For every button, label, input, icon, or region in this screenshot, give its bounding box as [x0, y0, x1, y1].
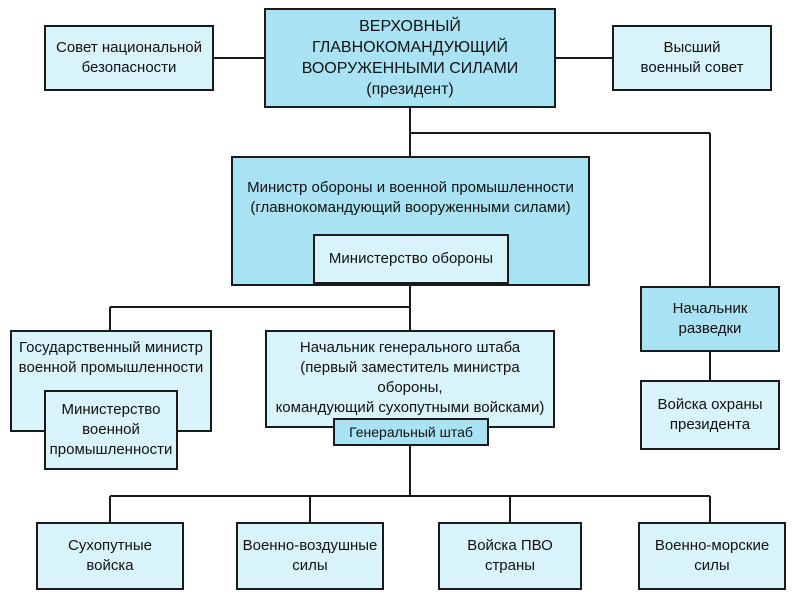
general-staff-box: Генеральный штаб — [333, 418, 489, 446]
defense-ministry-box: Министерство обороны — [313, 234, 509, 284]
intelligence-chief-box: Начальник разведки — [640, 286, 780, 352]
navy-box: Военно-морские силы — [638, 522, 786, 590]
military-council-box: Высший военный совет — [612, 25, 772, 91]
supreme-commander-box: ВЕРХОВНЫЙ ГЛАВНОКОМАНДУЮЩИЙ ВООРУЖЕННЫМИ… — [264, 8, 556, 108]
air-force-box: Военно-воздушные силы — [236, 522, 384, 590]
presidential-guard-box: Войска охраны президента — [640, 380, 780, 450]
military-industry-ministry-box: Министерство военной промышленности — [44, 390, 178, 470]
security-council-box: Совет национальной безопасности — [44, 25, 214, 91]
ground-forces-box: Сухопутные войска — [36, 522, 184, 590]
chief-general-staff-box: Начальник генерального штаба (первый зам… — [265, 330, 555, 428]
air-defense-box: Войска ПВО страны — [438, 522, 582, 590]
